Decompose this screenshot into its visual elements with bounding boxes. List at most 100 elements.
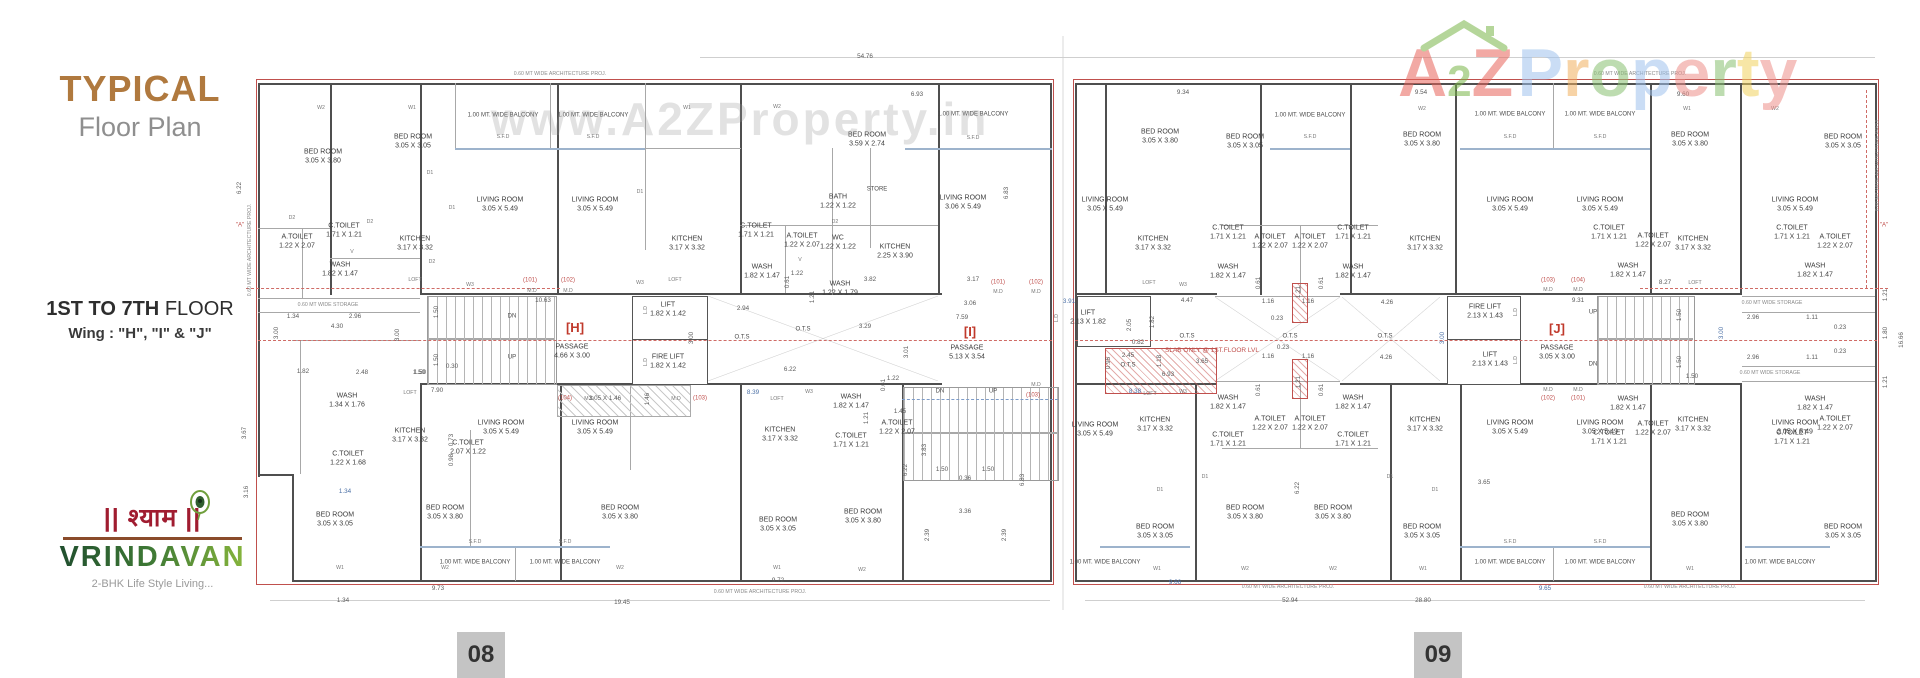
label-line: W1 (336, 564, 344, 571)
dim-label: 1.50 (414, 369, 426, 377)
dim-label: 0.23 (1271, 315, 1283, 323)
label-line: 1.82 X 1.47 (744, 272, 780, 279)
wall (292, 580, 1052, 582)
tag-label: S.F.D (1594, 539, 1607, 546)
label-line: 3.05 X 5.49 (1777, 428, 1813, 435)
dim-label: 3.00 (688, 332, 696, 344)
label-line: 1.34 (338, 488, 352, 496)
tag-label: W2 (1771, 106, 1779, 113)
lift-shaft (1077, 296, 1151, 347)
label-line: 3.17 X 3.32 (1135, 244, 1171, 251)
label-line: 1.82 X 1.47 (1210, 403, 1246, 410)
dim-label: 1.21 (809, 291, 817, 303)
label-line: 0.98 (448, 453, 456, 467)
label-line: 3.05 X 5.49 (1582, 205, 1618, 212)
window-line (905, 148, 1052, 150)
partition-line (1742, 366, 1875, 367)
label-line: 0.61 (1255, 383, 1263, 397)
unit-number-label: "A" (236, 222, 244, 230)
label-line: 1.50 (1676, 308, 1684, 322)
unit-number-label: (102) (561, 277, 575, 285)
label-line: S.F.D (1593, 133, 1607, 140)
label-line: 1.71 X 1.21 (1591, 438, 1627, 445)
label-line: KITCHEN (1677, 235, 1709, 243)
tag-label: LOFT (408, 277, 421, 284)
tag-label: S.F.D (559, 539, 572, 546)
label-line: C.TOILET (835, 432, 867, 440)
label-line: S.F.D (966, 134, 980, 141)
dim-label: 8.39 (747, 389, 759, 397)
wall (1740, 83, 1742, 295)
label-line: 3.05 X 5.49 (482, 205, 518, 212)
dim-label: 3.00 (273, 327, 281, 339)
dim-label: 0.95 (1105, 357, 1113, 369)
dim-label: 9.34 (1177, 89, 1189, 97)
window-line (1745, 546, 1830, 548)
wall (1390, 385, 1392, 582)
staircase-hatch (903, 387, 1059, 481)
label-line: WASH (1217, 263, 1239, 271)
wall (1650, 83, 1652, 295)
label-line: 4.47 (1180, 297, 1194, 305)
label-line: 3.05 X 5.49 (483, 428, 519, 435)
dim-label: 3.65 (1478, 479, 1490, 487)
label-line: 3.05 X 5.49 (1582, 428, 1618, 435)
label-line: 0.60 MT WIDE STORAGE (1739, 369, 1801, 376)
label-line: M.D (671, 395, 681, 402)
label-line: [J] (1549, 320, 1565, 336)
label-line: LOFT (1143, 390, 1157, 397)
wall (740, 83, 742, 295)
label-line: 1.82 X 1.47 (1610, 271, 1646, 278)
label-line: A.TOILET (786, 232, 818, 240)
label-line: 1.50 (1676, 355, 1684, 369)
label-line: 1.82 X 1.42 (650, 362, 686, 369)
label-line: 3.05 X 3.80 (1672, 140, 1708, 147)
label-line: BED ROOM (1823, 523, 1863, 531)
watermark-letter: r (1562, 35, 1590, 111)
tag-label: M.D (584, 396, 594, 403)
ots-open-area (708, 296, 938, 381)
partition-line (1742, 381, 1875, 382)
dim-label: 1.50 (982, 466, 994, 474)
label-line: PASSAGE (950, 344, 984, 352)
partition-line (515, 546, 516, 581)
label-line: 1.71 X 1.21 (1774, 438, 1810, 445)
tag-label: W1 (683, 105, 691, 112)
label-line: LIFT (1482, 351, 1498, 359)
label-line: D1 (448, 204, 456, 211)
wall (1875, 83, 1877, 582)
tag-label: W2 (441, 565, 449, 572)
dim-label: 3.29 (859, 323, 871, 331)
watermark-letter: e (1672, 35, 1711, 111)
label-line: 1.82 X 1.47 (1335, 403, 1371, 410)
floor-hatch (557, 385, 691, 417)
page-title: TYPICAL (59, 68, 221, 109)
title-block: TYPICAL Floor Plan (40, 68, 240, 143)
dim-label: 1.82 (1149, 316, 1157, 328)
partition-line (455, 83, 456, 150)
small-label: O.T.S (1120, 362, 1135, 370)
label-line: 1.50 (412, 369, 426, 377)
label-line: C.TOILET (1776, 224, 1808, 232)
label-line: 0.95 (1105, 356, 1113, 370)
label-line: WASH (329, 261, 351, 269)
label-line: 2.05 (1126, 318, 1134, 332)
label-line: 9.65 (1538, 585, 1552, 593)
dimension-line (1085, 600, 1865, 601)
label-line: 1.21 (1295, 285, 1303, 299)
label-line: LIVING ROOM (1486, 196, 1534, 204)
label-line: A.TOILET (1637, 232, 1669, 240)
label-line: W3 (805, 388, 813, 395)
label-line: KITCHEN (764, 426, 796, 434)
projection-line (1073, 584, 1879, 585)
floor-label-rest: FLOOR (159, 298, 234, 320)
